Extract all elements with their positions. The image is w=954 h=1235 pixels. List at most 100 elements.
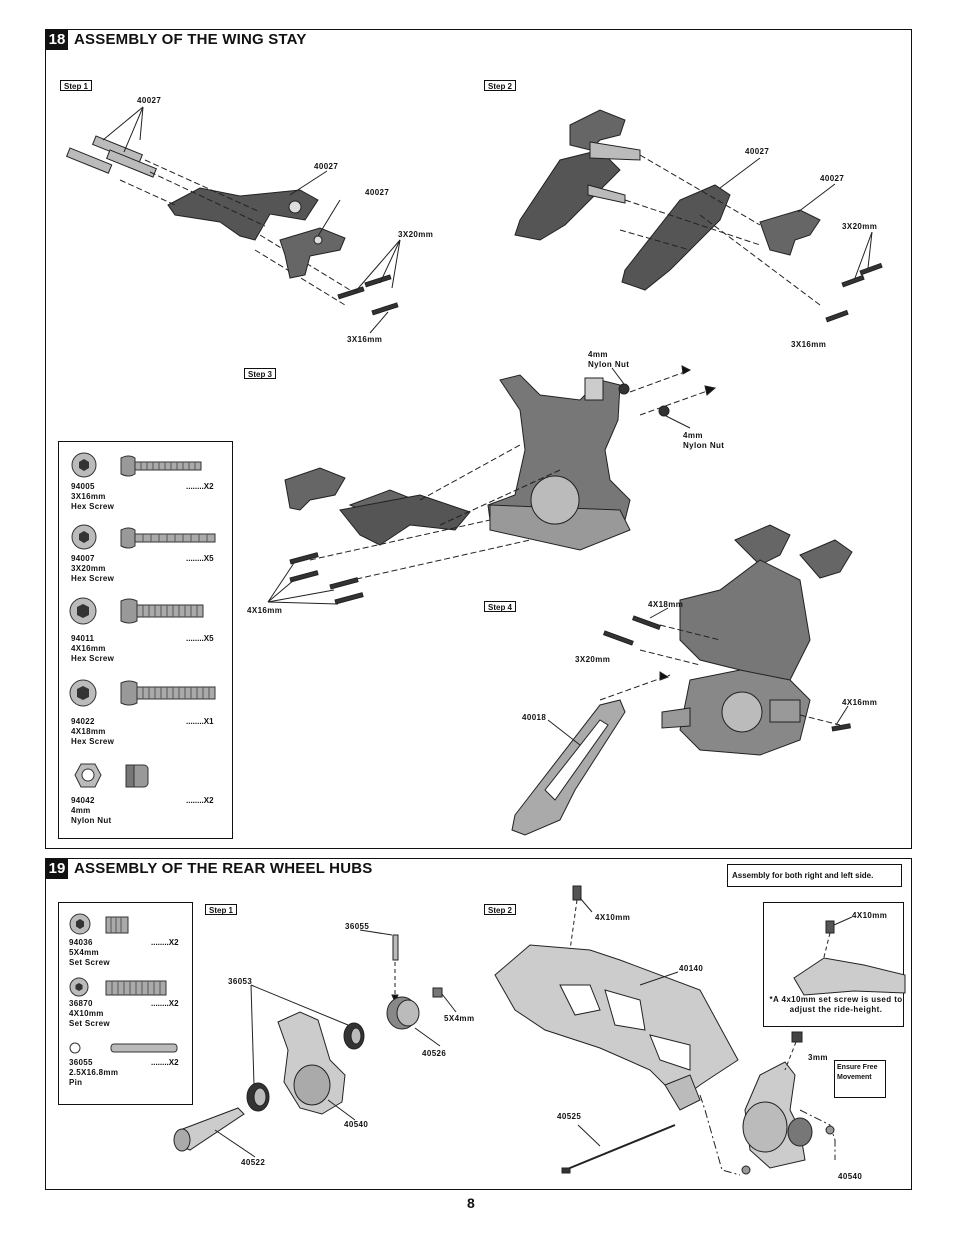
screw-3x20-icon (120, 527, 216, 549)
s19-part-40526: 40526 (422, 1049, 447, 1058)
s19-nut-3mm: 3mm (808, 1053, 828, 1062)
part-code: 94011 (71, 634, 95, 643)
part-code: 94042 (71, 796, 95, 805)
section-18-wing-stay: 18 ASSEMBLY OF THE WING STAY (45, 29, 912, 849)
hex-screw-head-icon (71, 524, 97, 550)
set-screw-4x10-icon (105, 980, 167, 996)
screw-3x16-icon (120, 455, 202, 477)
step-4-label: Step 4 (484, 601, 517, 612)
part-qty: ........X2 (186, 796, 214, 805)
part-qty: ........X1 (186, 717, 214, 726)
nylon-nut-side-icon (125, 764, 149, 788)
part-qty: ........X5 (186, 554, 214, 563)
section-18-title: ASSEMBLY OF THE WING STAY (74, 31, 307, 48)
part-qty: ........X5 (186, 634, 214, 643)
part-94005: 94005 3X16mm Hex Screw (71, 482, 114, 512)
part-size: 2.5X16.8mm (69, 1068, 119, 1077)
part-94011: 94011 4X16mm Hex Screw (71, 634, 114, 664)
s3-nylon-nut-b: 4mm Nylon Nut (683, 431, 724, 451)
page-number: 8 (467, 1195, 475, 1211)
s19-part-40525: 40525 (557, 1112, 582, 1121)
part-type: Hex Screw (71, 502, 115, 511)
s2-screw-3x16: 3X16mm (791, 340, 827, 349)
screw-4x18-icon (120, 680, 216, 706)
ride-height-inset-illustration (793, 916, 906, 996)
part-36055: 36055 2.5X16.8mm Pin (69, 1058, 118, 1088)
inset-note: *A 4x10mm set screw is used to adjust th… (769, 995, 903, 1014)
nylon-nut-icon (74, 763, 102, 788)
part-code: 94036 (69, 938, 93, 947)
part-36870: 36870 4X10mm Set Screw (69, 999, 110, 1029)
s19-screw-5x4: 5X4mm (444, 1014, 475, 1023)
s1-screw-3x20: 3X20mm (398, 230, 434, 239)
pin-end-icon (69, 1042, 81, 1054)
screw-4x16-icon (120, 598, 204, 624)
section-19-title: ASSEMBLY OF THE REAR WHEEL HUBS (74, 860, 373, 877)
part-size: 5X4mm (69, 948, 99, 957)
part-code: 36055 (69, 1058, 93, 1067)
s3-nylon-nut-b-size: 4mm (683, 431, 703, 440)
s3-nylon-nut-b-type: Nylon Nut (683, 441, 725, 450)
part-size: 4X18mm (71, 727, 106, 736)
parts-table-19: 94036 5X4mm Set Screw ........X2 36870 4… (58, 902, 193, 1105)
s19-part-40522: 40522 (241, 1158, 266, 1167)
ensure-free-movement-box: Ensure Free Movement (834, 1060, 886, 1098)
part-qty: ........X2 (151, 999, 179, 1008)
part-type: Nylon Nut (71, 816, 112, 825)
hex-screw-head-icon (69, 597, 97, 625)
set-screw-head-icon (69, 913, 91, 935)
step-2-label-19: Step 2 (484, 904, 517, 915)
part-type: Hex Screw (71, 654, 115, 663)
s1-part-40027-arm: 40027 (314, 162, 339, 171)
s2-part-40027-bracket: 40027 (820, 174, 845, 183)
part-code: 36870 (69, 999, 93, 1008)
s4-screw-4x18: 4X18mm (648, 600, 684, 609)
part-qty: ........X2 (151, 1058, 179, 1067)
part-type: Hex Screw (71, 737, 115, 746)
part-code: 94005 (71, 482, 95, 491)
step-3-label: Step 3 (244, 368, 277, 379)
part-94022: 94022 4X18mm Hex Screw (71, 717, 114, 747)
s19-part-40140: 40140 (679, 964, 704, 973)
part-94036: 94036 5X4mm Set Screw (69, 938, 110, 968)
part-size: 4X16mm (71, 644, 106, 653)
s4-part-40018: 40018 (522, 713, 547, 722)
part-code: 94022 (71, 717, 95, 726)
section-19-rear-wheel-hubs: 19 ASSEMBLY OF THE REAR WHEEL HUBS (45, 858, 912, 1190)
step-2-label: Step 2 (484, 80, 517, 91)
part-type: Set Screw (69, 958, 110, 967)
section-19-number: 19 (46, 859, 68, 879)
part-code: 94007 (71, 554, 95, 563)
part-94042: 94042 4mm Nylon Nut (71, 796, 111, 826)
part-qty: ........X2 (186, 482, 214, 491)
pin-icon (110, 1043, 178, 1053)
hex-screw-head-icon (71, 452, 97, 478)
part-size: 3X16mm (71, 492, 106, 501)
s4-screw-3x20: 3X20mm (575, 655, 611, 664)
s19-part-36055: 36055 (345, 922, 370, 931)
step-1-label: Step 1 (60, 80, 93, 91)
s2-part-40027-arm: 40027 (745, 147, 770, 156)
s3-nylon-nut-a-size: 4mm (588, 350, 608, 359)
part-size: 3X20mm (71, 564, 106, 573)
assembly-note-box: Assembly for both right and left side. (727, 864, 902, 887)
part-type: Hex Screw (71, 574, 115, 583)
part-94007: 94007 3X20mm Hex Screw (71, 554, 114, 584)
s1-part-40027-bracket: 40027 (365, 188, 390, 197)
s19-part-40540-s1: 40540 (344, 1120, 369, 1129)
part-size: 4mm (71, 806, 91, 815)
s1-screw-3x16: 3X16mm (347, 335, 383, 344)
s2-screw-3x20: 3X20mm (842, 222, 878, 231)
set-screw-5x4-icon (105, 916, 129, 934)
part-qty: ........X2 (151, 938, 179, 947)
s3-screw-4x16: 4X16mm (247, 606, 283, 615)
part-size: 4X10mm (69, 1009, 104, 1018)
part-type: Pin (69, 1078, 83, 1087)
inset-screw-4x10: 4X10mm (852, 911, 888, 920)
set-screw-head-icon (69, 977, 89, 997)
s19-part-36053: 36053 (228, 977, 253, 986)
s3-nylon-nut-a-type: Nylon Nut (588, 360, 630, 369)
parts-table-18: 94005 3X16mm Hex Screw ........X2 94007 … (58, 441, 233, 839)
